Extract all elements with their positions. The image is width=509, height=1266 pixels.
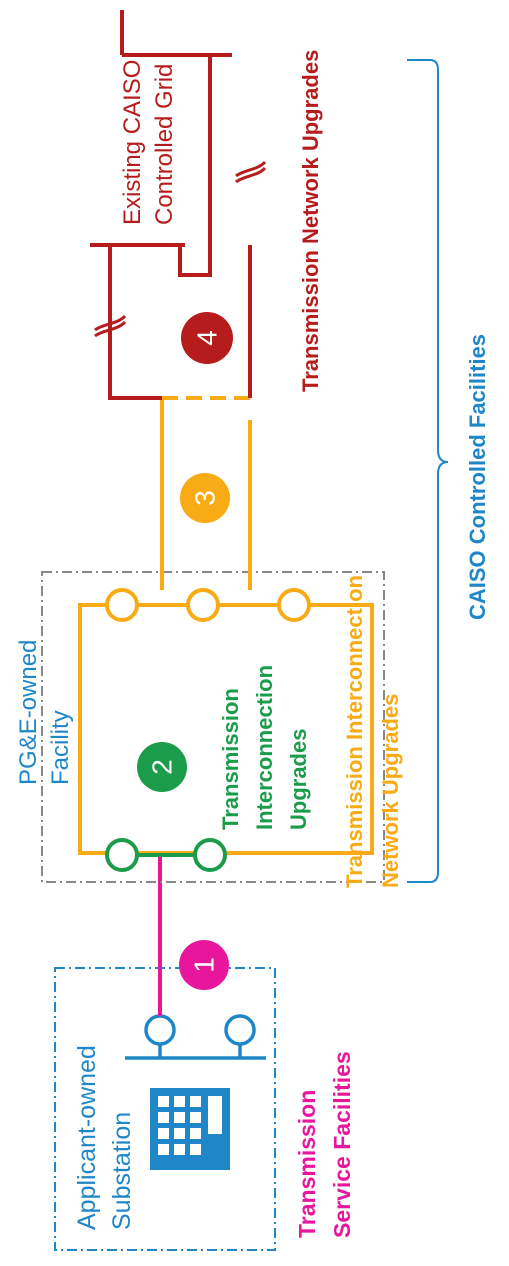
building-icon [150, 1088, 230, 1170]
tinu-label: Transmission Interconnection [342, 575, 367, 888]
orange-network-lines [160, 396, 252, 590]
marker-3 [180, 473, 230, 523]
grid-label-2: Controlled Grid [151, 64, 178, 225]
tiu-label-3: Upgrades [286, 729, 311, 830]
green-breakers [105, 838, 227, 872]
marker-3-label: 3 [190, 490, 221, 506]
pge-facility-box [41, 571, 385, 883]
marker-2-label: 2 [147, 759, 178, 775]
tiu-label-2: Interconnection [252, 665, 277, 830]
grid-label: Existing CAISO [119, 60, 146, 225]
network-upgrades-label: Transmission Network Upgrades [298, 50, 323, 392]
applicant-substation-label: Applicant-owned [73, 1045, 101, 1230]
marker-1-label: 1 [189, 957, 220, 973]
service-label: Transmission [294, 1090, 320, 1238]
marker-1 [179, 940, 229, 990]
caiso-brace [407, 59, 449, 883]
red-network-lines [90, 10, 252, 400]
pge-facility-label: PG&E-owned [15, 640, 42, 785]
pge-facility-label-2: Facility [47, 710, 74, 785]
marker-4 [181, 312, 233, 364]
service-label-2: Service Facilities [329, 1051, 355, 1238]
orange-breakers [105, 588, 311, 622]
applicant-substation-box [54, 967, 276, 1251]
tinu-label-2: Network Upgrades [378, 694, 403, 888]
marker-4-label: 4 [192, 330, 223, 346]
applicant-substation-label-2: Substation [108, 1112, 136, 1230]
break-marks [94, 160, 267, 338]
marker-2 [137, 742, 187, 792]
applicant-bus [125, 1014, 266, 1060]
caiso-facilities-label: CAISO Controlled Facilities [465, 334, 490, 620]
tiu-label: Transmission [218, 688, 243, 830]
